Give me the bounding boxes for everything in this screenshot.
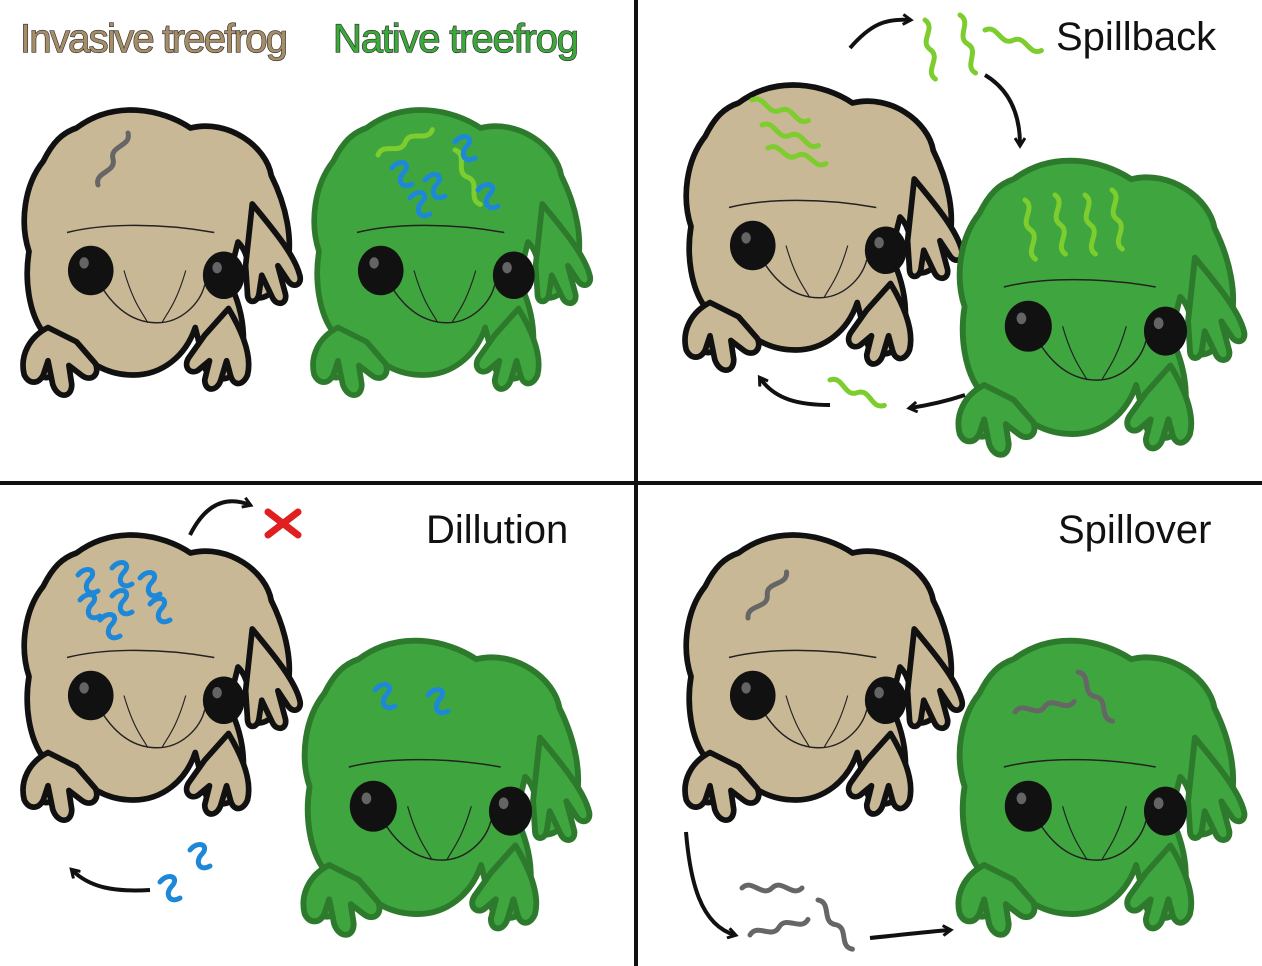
gray-parasite-icon [816, 898, 855, 950]
green-parasite-icon [922, 19, 938, 79]
arrow-icon [985, 75, 1020, 145]
arrow-icon [686, 832, 735, 935]
blue-parasite-icon [160, 876, 180, 899]
native-frog-icon [958, 641, 1244, 935]
arrow-icon [870, 930, 950, 938]
invasive-frog-icon [685, 535, 962, 820]
red-x-icon [268, 512, 298, 535]
gray-parasite-icon [749, 917, 808, 938]
invasive-frog-icon [23, 535, 300, 820]
arrow-icon [190, 501, 250, 535]
native-treefrog-label: Native treefrog [333, 17, 579, 61]
gray-parasite-icon [742, 885, 802, 891]
invasive-frog-icon [685, 85, 962, 370]
arrow-icon [910, 395, 965, 408]
green-parasite-icon [957, 14, 978, 73]
arrow-icon [760, 378, 830, 405]
spillover-title: Spillover [1058, 508, 1211, 552]
spillback-title: Spillback [1056, 15, 1217, 59]
arrow-icon [850, 20, 910, 48]
spillover-panel: Spillover [685, 508, 1244, 951]
arrow-icon [72, 870, 150, 890]
invasive-treefrog-label: Invasive treefrog [20, 17, 288, 61]
legend-panel: Invasive treefrog Native treefrog [20, 17, 590, 395]
dillution-title: Dillution [426, 508, 568, 552]
blue-parasite-icon [190, 844, 210, 867]
green-parasite-icon [984, 27, 1042, 53]
native-frog-icon [303, 641, 589, 935]
native-frog-icon [313, 110, 590, 395]
spillback-panel: Spillback [685, 14, 1244, 455]
native-frog-icon [958, 161, 1244, 455]
invasive-frog-icon [23, 110, 300, 395]
dillution-panel: Dillution [23, 501, 589, 935]
green-parasite-icon [829, 377, 886, 408]
